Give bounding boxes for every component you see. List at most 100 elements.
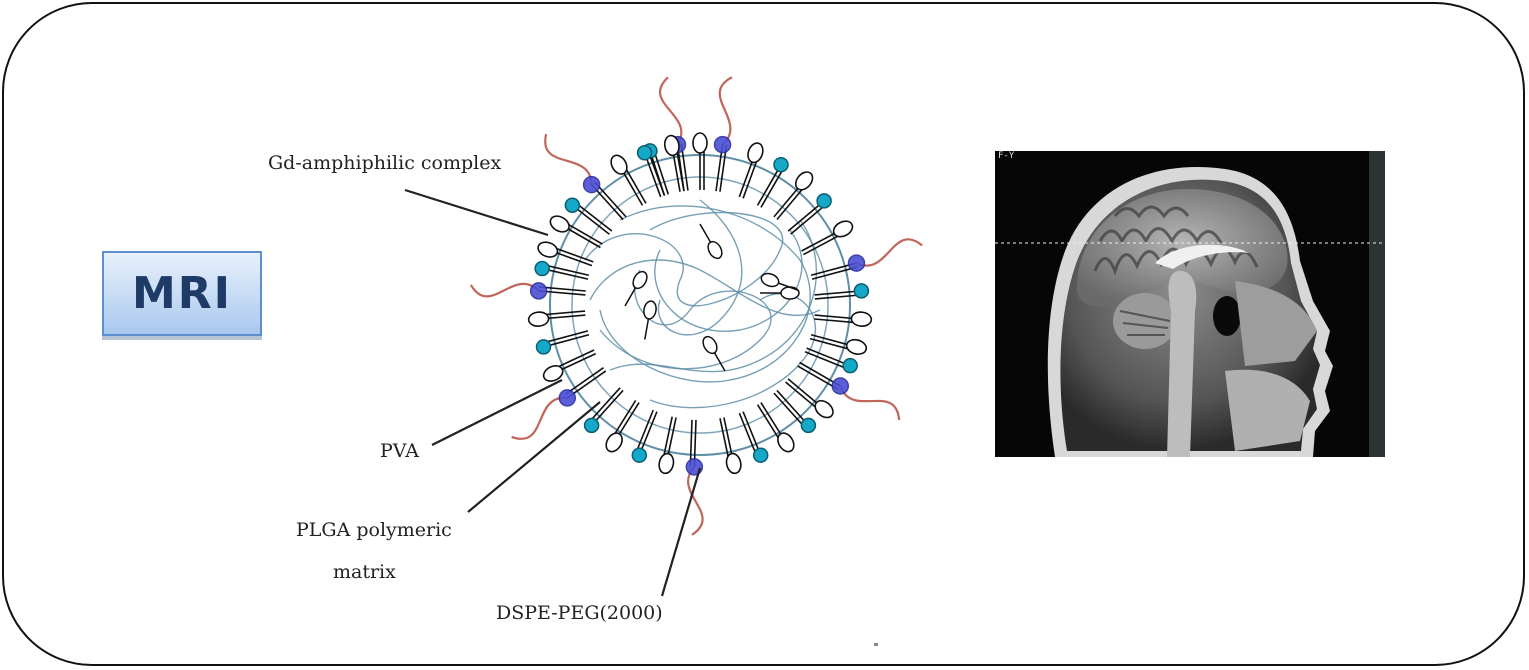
lipid-head [814,399,834,419]
mri-badge: MRI [102,251,262,336]
lipid-tail [634,409,654,455]
lipid-tail [591,389,624,426]
lipid-tail [652,149,670,195]
lipid-head [832,220,854,238]
peg-chain [659,76,683,146]
lipid-head [777,432,795,453]
peg-chains [469,76,923,536]
mri-corner-tag: F-Y [998,151,1015,161]
lipid-head [542,365,564,382]
lipid-tail [564,367,604,396]
gd-complex-head [685,458,704,476]
leader-pva [431,379,563,446]
core-lipid-head [707,240,723,260]
lipid-molecules [527,132,873,476]
gd-complex-head [847,254,866,272]
lipid-tail [790,203,828,235]
lipid-tail [542,263,590,277]
label-leader-lines [404,188,702,597]
pva-head [800,417,817,434]
lipid-head [610,154,628,175]
polymer-strand [657,199,743,336]
gd-complex-head [713,135,732,154]
lipid-tail [647,151,666,196]
sagittal-brain-mri-image [995,151,1385,457]
label-plga-line1: PLGA polymeric [296,519,452,541]
polymer-strand [649,293,817,409]
pva-head [842,357,858,374]
polymer-strand [609,219,818,373]
lipid-tail [643,152,662,198]
lipid-tail [543,333,590,348]
lipid-head [663,134,680,157]
stray-mark [874,643,878,646]
lipid-tail [814,290,862,296]
polymer-strand [654,229,803,332]
lipid-tail [776,389,809,426]
pva-head [853,283,870,299]
lipid-tail [542,330,589,344]
lipid-tail [760,166,786,208]
lipid-tail [574,201,613,232]
lipid-head [794,171,814,191]
peg-chain [687,466,704,536]
lipid-tail [541,267,589,280]
mri-scan-graphic [995,151,1385,457]
lipid-tail [814,294,862,300]
core-lipid-head [632,270,648,290]
lipid-head [537,241,559,258]
pva-head [631,447,648,463]
gd-complex-head [582,175,601,194]
lipid-tail [804,351,850,371]
pva-head [564,197,581,214]
lipid-tail [593,181,627,218]
peg-chain [856,238,923,267]
core-lipid-head [760,272,780,288]
lipid-head [527,311,550,327]
label-plga-line2: matrix [333,561,396,583]
lipid-head [549,215,570,233]
lipid-tail [756,164,782,206]
lipid-tail [689,419,693,467]
polymer-strand [589,259,821,316]
pva-head [816,193,832,209]
pva-head [773,156,789,173]
mri-badge-label: MRI [131,268,233,319]
lipid-tail [538,286,586,292]
pva-head [535,339,552,355]
lipid-tail [680,143,689,191]
lipid-tail [787,200,825,232]
peg-chain [544,133,593,185]
lipid-head [725,452,742,475]
polymer-strand [599,205,811,383]
peg-chain [718,76,733,146]
label-gd-amphiphilic-complex: Gd-amphiphilic complex [268,152,502,174]
lipid-tail [806,347,851,367]
gd-complex-head [529,282,548,300]
lipid-tail [738,412,758,458]
pva-head [583,417,600,434]
leader-dspe-peg [660,467,702,597]
pva-head [534,260,550,277]
pva-head [752,447,769,463]
leader-gd-complex [404,188,549,237]
gd-complex-head [831,377,850,395]
lipid-head [747,142,764,164]
lipid-head [850,311,873,327]
core-lipid-head [643,300,657,320]
lipid-tail [773,392,807,429]
pva-head [636,145,653,161]
lipid-tail [638,411,658,456]
lipid-head [605,432,623,453]
peg-chain [511,396,568,440]
label-dspe-peg: DSPE-PEG(2000) [496,602,663,624]
lipid-head [845,338,868,355]
lipid-tail [571,204,610,235]
leader-plga [467,401,601,513]
label-pva: PVA [380,440,419,462]
polymer-strand [584,211,784,307]
polymer-strand [599,269,772,370]
lipid-tail [811,266,858,280]
